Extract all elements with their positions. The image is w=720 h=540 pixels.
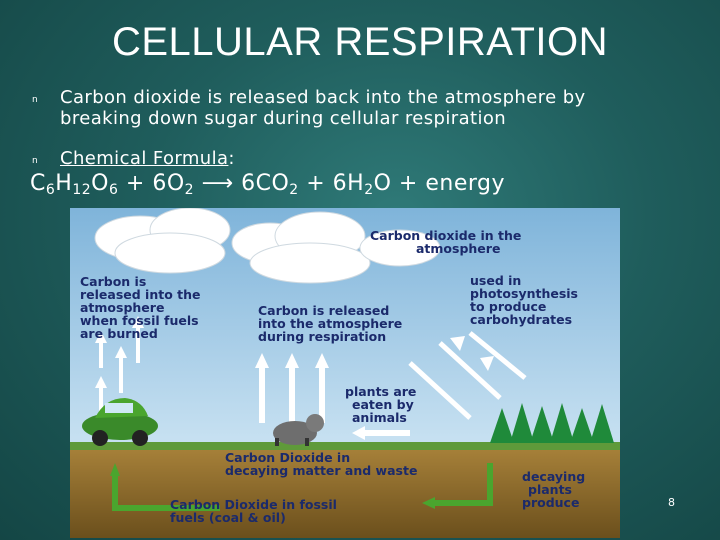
formula-label: Chemical Formula (60, 148, 228, 169)
label-fossil-fuels-2: fuels (coal & oil) (170, 510, 286, 525)
bullet-line: breaking down sugar during cellular resp… (60, 108, 586, 129)
grass-strip (70, 442, 620, 450)
chemical-formula: C6H12O6 + 6O2 ⟶ 6CO2 + 6H2O + energy (30, 171, 505, 198)
label-photo-4: carbohydrates (470, 312, 572, 327)
label-eaten-3: animals (352, 410, 407, 425)
label-co2-atmosphere-2: atmosphere (416, 241, 500, 256)
bullet-marker: n (32, 156, 38, 166)
page-number: 8 (668, 496, 675, 509)
label-fossil-5: are burned (80, 326, 158, 341)
label-respiration-3: during respiration (258, 329, 386, 344)
slide-title: CELLULAR RESPIRATION (0, 20, 720, 65)
label-decaying-plants-3: produce (522, 495, 579, 510)
bullet-text-co2: Carbon dioxide is released back into the… (60, 87, 586, 129)
bullet-text-formula: Chemical Formula: (60, 148, 235, 169)
carbon-cycle-diagram: Carbon dioxide in the atmosphere Carbon … (70, 208, 620, 538)
bullet-line: Carbon dioxide is released back into the… (60, 87, 586, 108)
label-decaying-matter-2: decaying matter and waste (225, 463, 417, 478)
bullet-marker: n (32, 95, 38, 105)
formula-label-colon: : (228, 148, 234, 169)
